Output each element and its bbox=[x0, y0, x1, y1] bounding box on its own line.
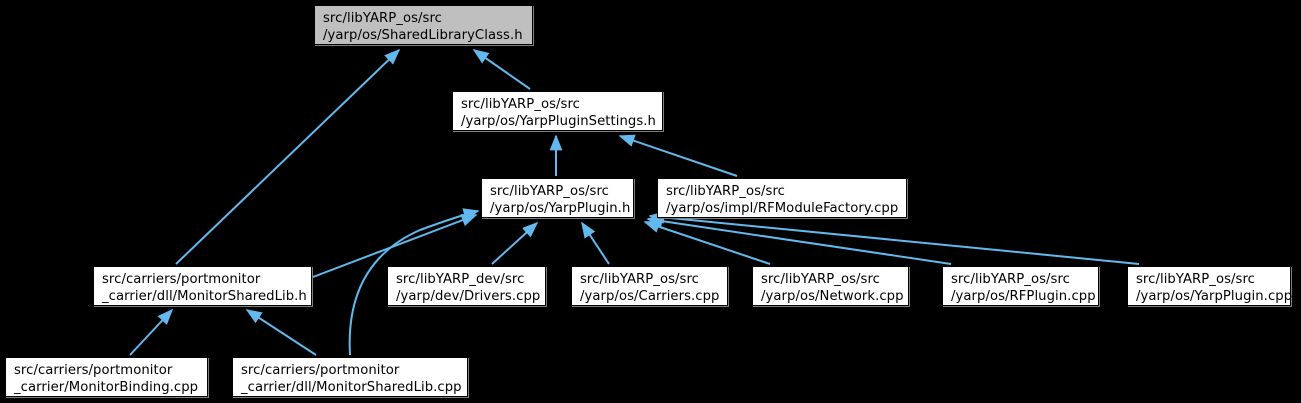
node-label-line1: src/libYARP_os/src bbox=[761, 272, 880, 287]
graph-node-sharedlibraryclass_h[interactable]: src/libYARP_os/src/yarp/os/SharedLibrary… bbox=[314, 5, 533, 45]
graph-edge-e-car-yph bbox=[581, 221, 610, 265]
graph-node-yarpplugin_cpp[interactable]: src/libYARP_os/src/yarp/os/YarpPlugin.cp… bbox=[1127, 266, 1293, 306]
graph-edge-e-mbc-msh bbox=[129, 308, 174, 356]
node-label-line1: src/carriers/portmonitor bbox=[241, 363, 400, 378]
graph-node-rfmodulefactory_cpp[interactable]: src/libYARP_os/src/yarp/os/impl/RFModule… bbox=[657, 178, 907, 218]
node-label-line2: /yarp/os/YarpPlugin.h bbox=[490, 201, 631, 216]
node-label-line2: _carrier/dll/MonitorSharedLib.cpp bbox=[241, 380, 462, 395]
node-label-line1: src/libYARP_os/src bbox=[323, 11, 442, 26]
graph-node-monitorbinding_cpp[interactable]: src/carriers/portmonitor _carrier/Monitor… bbox=[5, 357, 208, 397]
node-label-line1: src/libYARP_os/src bbox=[580, 272, 699, 287]
graph-node-carriers_cpp[interactable]: src/libYARP_os/src/yarp/os/Carriers.cpp bbox=[571, 266, 728, 306]
node-label-line1: src/carriers/portmonitor bbox=[14, 363, 173, 378]
node-label-line2: /yarp/os/RFPlugin.cpp bbox=[951, 289, 1096, 304]
node-label-line1: src/libYARP_os/src bbox=[1136, 272, 1255, 287]
graph-node-monitorsharedlib_cpp[interactable]: src/carriers/portmonitor _carrier/dll/Mon… bbox=[232, 357, 468, 397]
graph-node-drivers_cpp[interactable]: src/libYARP_dev/src/yarp/dev/Drivers.cpp bbox=[387, 266, 546, 306]
graph-node-yarppluginsettings_h[interactable]: src/libYARP_os/src/yarp/os/YarpPluginSet… bbox=[452, 91, 663, 131]
graph-edge-e-msc-msh bbox=[245, 309, 317, 356]
graph-node-network_cpp[interactable]: src/libYARP_os/src/yarp/os/Network.cpp bbox=[752, 266, 909, 306]
node-label-line2: _carrier/dll/MonitorSharedLib.h bbox=[102, 289, 307, 304]
node-label-line2: _carrier/MonitorBinding.cpp bbox=[14, 380, 199, 395]
node-label-line2: /yarp/os/Carriers.cpp bbox=[580, 289, 720, 304]
graph-node-yarpplugin_h[interactable]: src/libYARP_os/src/yarp/os/YarpPlugin.h bbox=[481, 178, 634, 218]
node-label-line2: /yarp/os/Network.cpp bbox=[761, 289, 904, 304]
node-label-line1: src/libYARP_os/src bbox=[666, 184, 785, 199]
graph-edge-e-ypc-yph bbox=[648, 211, 1140, 265]
graph-edge-e-yps-slc bbox=[472, 49, 531, 90]
graph-edge-e-msh-slc bbox=[175, 48, 401, 265]
node-label-line1: src/carriers/portmonitor bbox=[102, 272, 261, 287]
graph-edge-e-drv-yph bbox=[491, 221, 539, 265]
node-label-line1: src/libYARP_os/src bbox=[461, 97, 580, 112]
node-label-line2: /yarp/os/YarpPlugin.cpp bbox=[1136, 289, 1293, 304]
node-label-line2: /yarp/os/YarpPluginSettings.h bbox=[461, 114, 656, 129]
node-label-line1: src/libYARP_os/src bbox=[490, 184, 609, 199]
graph-node-rfplugin_cpp[interactable]: src/libYARP_os/src/yarp/os/RFPlugin.cpp bbox=[942, 266, 1099, 306]
node-label-line2: /yarp/os/impl/RFModuleFactory.cpp bbox=[666, 201, 899, 216]
node-label-line2: /yarp/os/SharedLibraryClass.h bbox=[323, 28, 523, 43]
node-label-line1: src/libYARP_os/src bbox=[951, 272, 1070, 287]
node-label-line1: src/libYARP_dev/src bbox=[396, 272, 525, 287]
graph-edge-e-rfm-yps bbox=[618, 134, 738, 177]
node-label-line2: /yarp/dev/Drivers.cpp bbox=[396, 289, 541, 304]
graph-node-monitorsharedlib_h[interactable]: src/carriers/portmonitor _carrier/dll/Mon… bbox=[93, 266, 312, 306]
graph-edge-e-net-yph bbox=[643, 220, 771, 265]
graph-edge-e-rfp-yph bbox=[646, 214, 952, 265]
